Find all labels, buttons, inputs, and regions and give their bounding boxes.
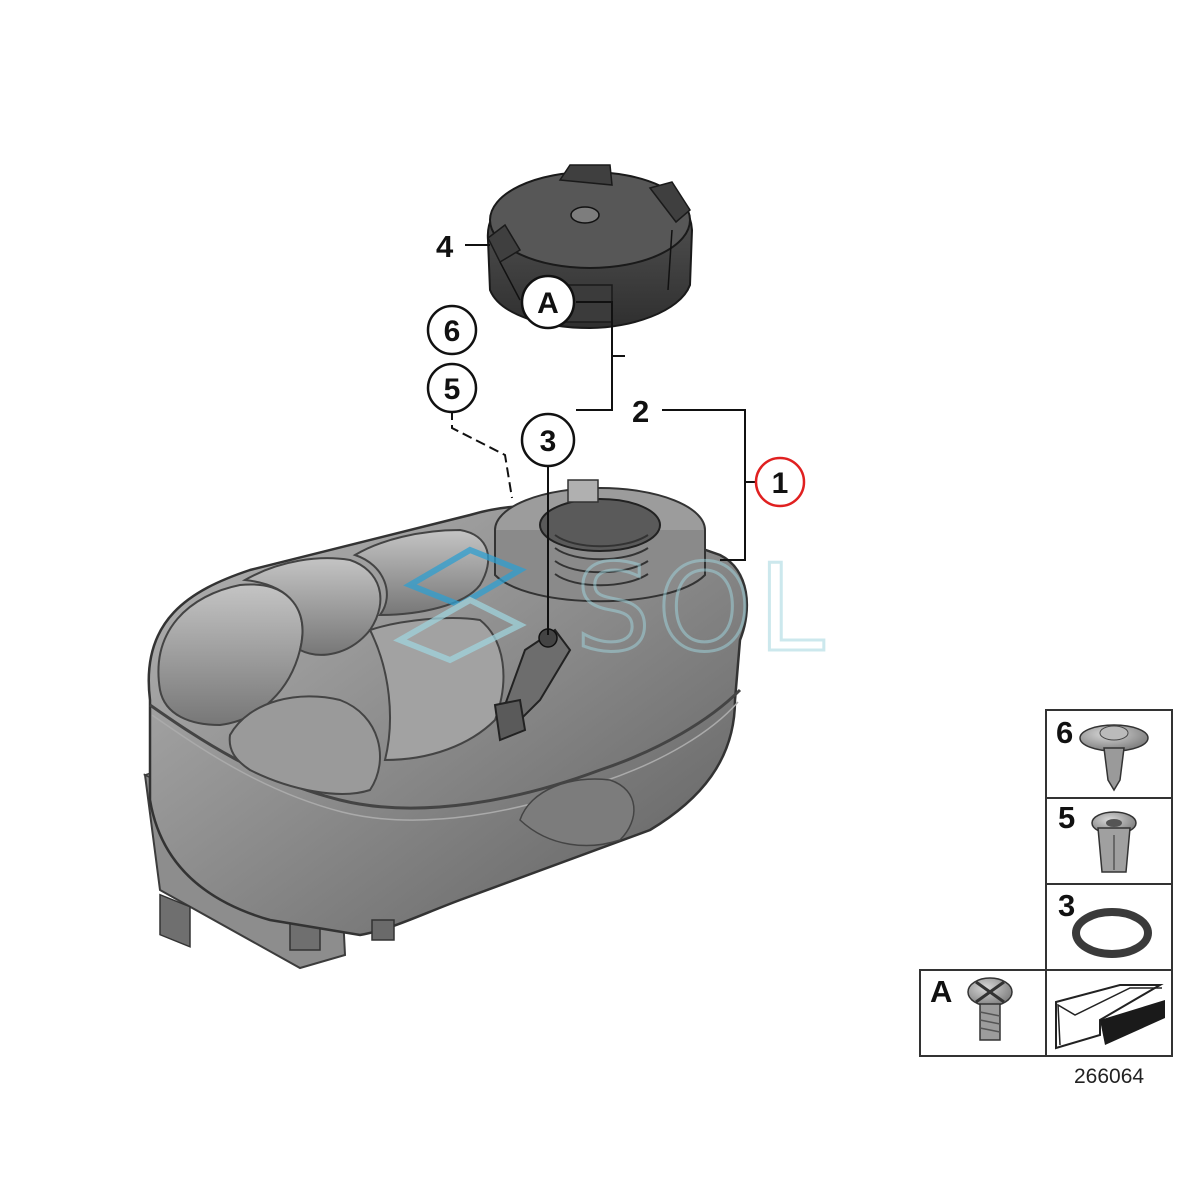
callout-sub-assembly: 2 (632, 394, 649, 429)
figure-number: 266064 (1074, 1065, 1144, 1088)
callout-seal-3: 3 (520, 412, 576, 468)
expanding-nut-icon (1091, 811, 1137, 873)
svg-text:1: 1 (772, 467, 789, 500)
callout-tank-highlighted: 1 (754, 456, 806, 508)
svg-text:A: A (930, 974, 952, 1009)
coolant-cap-illustration (486, 164, 694, 330)
plastic-rivet-icon (1079, 724, 1149, 792)
svg-text:5: 5 (444, 373, 461, 406)
watermark-text: SOL (575, 540, 830, 679)
callout-clip-6: 6 (426, 304, 478, 356)
screw-plug-icon (967, 977, 1013, 1041)
callout-clip-5: 5 (426, 362, 478, 414)
svg-text:6: 6 (1056, 715, 1073, 750)
expansion-tank-illustration (142, 479, 749, 970)
legend-item-5: 5 (1058, 800, 1137, 873)
svg-text:6: 6 (444, 315, 461, 348)
sol-watermark: SOL (393, 539, 830, 681)
legend-item-6: 6 (1056, 715, 1149, 792)
callout-cap: 4 (436, 229, 454, 264)
o-ring-icon (1072, 908, 1152, 958)
svg-text:5: 5 (1058, 800, 1075, 835)
legend-item-a: A (930, 974, 1013, 1041)
svg-text:3: 3 (540, 425, 557, 458)
svg-text:3: 3 (1058, 888, 1075, 923)
parts-legend (919, 709, 1173, 1057)
direction-arrow-icon (1055, 984, 1165, 1050)
svg-text:A: A (537, 287, 559, 320)
legend-item-3: 3 (1058, 888, 1152, 958)
leader-lines (451, 244, 755, 635)
callout-screw-a: A (520, 274, 576, 330)
